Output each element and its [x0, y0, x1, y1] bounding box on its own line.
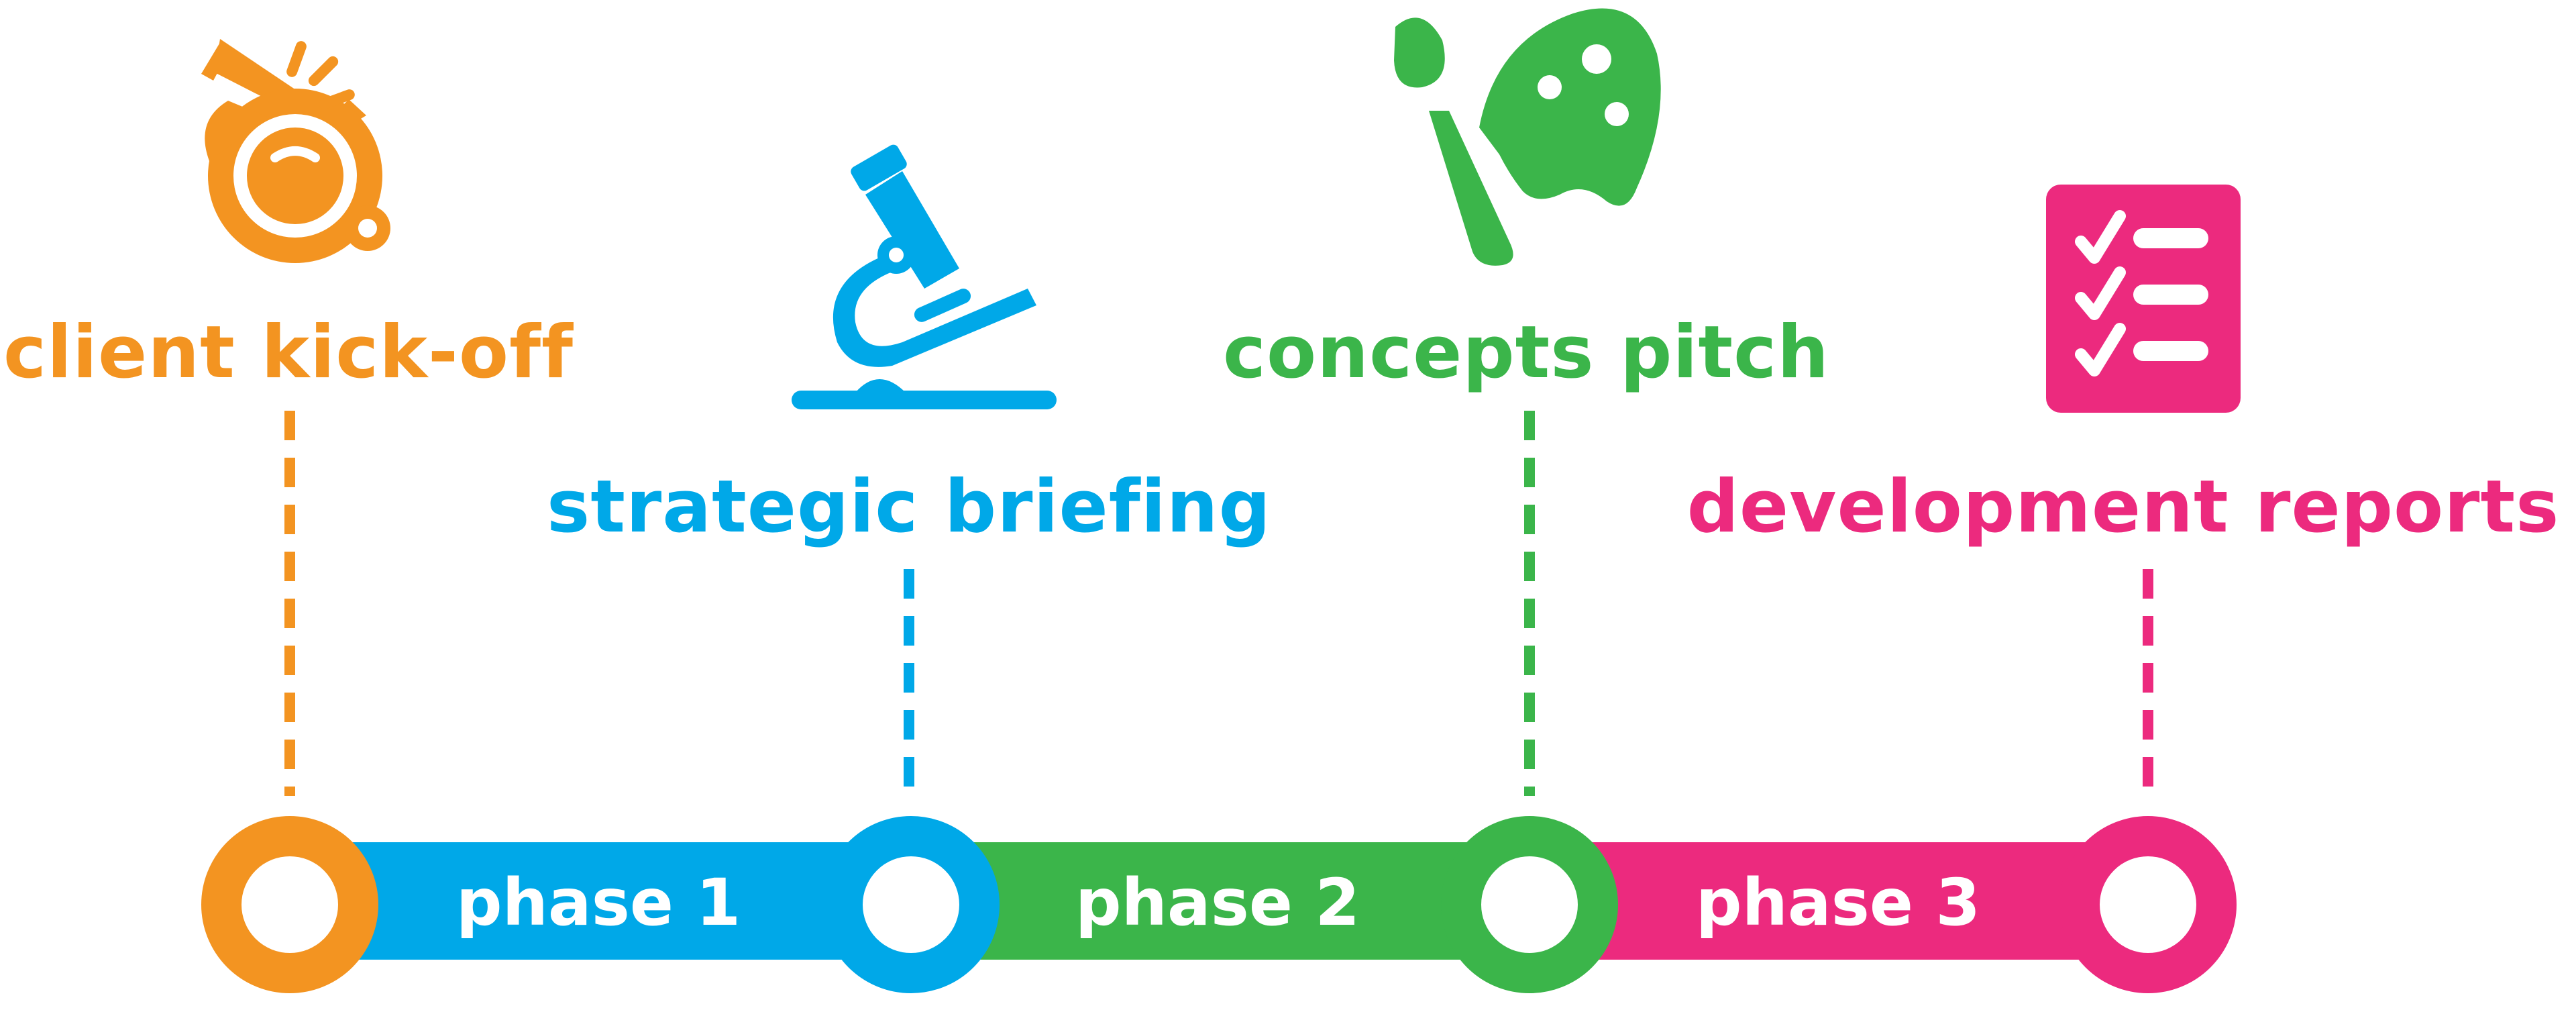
- milestone-circle-1: [201, 816, 378, 993]
- connectors: [284, 411, 2153, 796]
- stage-label-development-reports: development reports: [1687, 465, 2560, 549]
- stage-label-strategic-briefing: strategic briefing: [547, 465, 1271, 549]
- paint-palette-icon: [1394, 8, 1661, 266]
- milestone-circle-4: [2059, 816, 2237, 993]
- milestone-circle-3: [1441, 816, 1618, 993]
- whistle-icon: [201, 39, 390, 263]
- phase-label-2: phase 2: [1075, 865, 1360, 940]
- checklist-icon: [2046, 185, 2241, 413]
- phase-label-3: phase 3: [1696, 865, 1980, 940]
- microscope-icon: [792, 144, 1057, 409]
- milestone-circle-2: [822, 816, 1000, 993]
- phase-labels: phase 1 phase 2 phase 3: [456, 865, 1980, 940]
- stage-label-client-kick-off: client kick-off: [3, 311, 574, 395]
- milestones: [201, 816, 2237, 993]
- stage-label-concepts-pitch: concepts pitch: [1223, 311, 1829, 395]
- phase-label-1: phase 1: [456, 865, 741, 940]
- stage-labels: client kick-off strategic briefing conce…: [3, 311, 2559, 549]
